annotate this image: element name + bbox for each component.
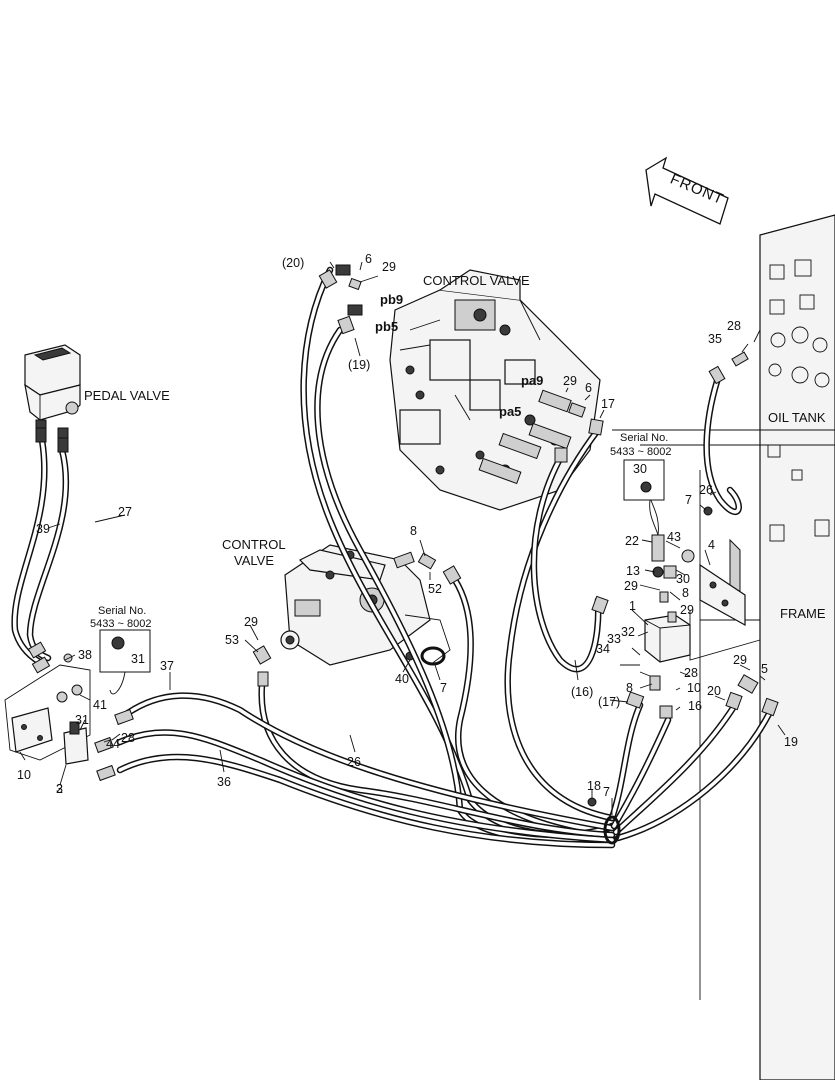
callout-22: 34 — [596, 642, 610, 656]
callout-14: 13 — [626, 564, 640, 578]
callout-3: (19) — [348, 358, 370, 372]
callout-38: 26 — [347, 755, 361, 769]
front-arrow-shape — [645, 156, 729, 225]
callout-8: 35 — [708, 332, 722, 346]
callout-42: 18 — [587, 779, 601, 793]
callout-34: 52 — [428, 582, 442, 596]
oil-tank-label: OIL TANK — [768, 410, 826, 425]
pedal-valve — [24, 344, 81, 441]
callout-29: 20 — [707, 684, 721, 698]
callout-23: 28 — [684, 666, 698, 680]
callout-11: 22 — [625, 534, 639, 548]
callout-48: 31 — [75, 713, 89, 727]
callout-30: 16 — [688, 699, 702, 713]
port-pb9: pb9 — [380, 292, 403, 307]
callout-35: 53 — [225, 633, 239, 647]
control-valve-small-label-2: VALVE — [234, 553, 274, 568]
callout-7: 28 — [727, 319, 741, 333]
frame-label: FRAME — [780, 606, 826, 621]
part-27-clamp — [603, 815, 621, 845]
component-labels: PEDAL VALVE CONTROL VALVE CONTROL VALVE … — [84, 273, 826, 621]
callout-33: 8 — [410, 524, 417, 538]
serial-note-31: Serial No. 5433 ~ 8002 31 — [90, 499, 659, 695]
callout-2: 29 — [382, 260, 396, 274]
pedal-valve-label: PEDAL VALVE — [84, 388, 170, 403]
callout-40: 37 — [160, 659, 174, 673]
front-arrow: FRONT — [645, 156, 729, 225]
callout-49: 44 — [106, 737, 120, 751]
hose-bundle — [11, 266, 774, 849]
callout-43: 7 — [603, 785, 610, 799]
port-pb5: pb5 — [375, 319, 398, 334]
callout-27: 10 — [687, 681, 701, 695]
serial-note-range: 5433 ~ 8002 — [610, 446, 671, 458]
serial-note-30: Serial No. 5433 ~ 8002 30 — [610, 432, 671, 501]
left-bracket-assembly — [4, 653, 91, 765]
serial-note-range: 5433 ~ 8002 — [90, 618, 151, 630]
oil-tank-body — [759, 214, 835, 1081]
callout-50: 28 — [121, 731, 135, 745]
callout-15: 30 — [676, 572, 690, 586]
callout-28: (17) — [598, 695, 620, 709]
callout-26: 8 — [626, 681, 633, 695]
callout-6: 17 — [601, 397, 615, 411]
callout-52: 3 — [56, 782, 63, 796]
callout-4: 29 — [563, 374, 577, 388]
callout-53: 2 — [56, 782, 63, 796]
port-pa5: pa5 — [499, 404, 521, 419]
part-22-filter — [651, 534, 665, 562]
callout-37: 7 — [440, 681, 447, 695]
callout-32: 29 — [244, 615, 258, 629]
callout-36: 40 — [395, 672, 409, 686]
callout-19: 1 — [629, 599, 636, 613]
callout-17: 8 — [682, 586, 689, 600]
callout-12: 43 — [667, 530, 681, 544]
callout-5: 6 — [585, 381, 592, 395]
fittings — [27, 264, 779, 782]
callout-21: 32 — [621, 625, 635, 639]
callout-0: (20) — [282, 256, 304, 270]
callout-9: 26 — [699, 483, 713, 497]
callout-45: 39 — [36, 522, 50, 536]
port-labels: pb9 pb5 pa9 pa5 — [375, 292, 543, 419]
callout-18: 29 — [680, 603, 694, 617]
serial-note-title: Serial No. — [620, 432, 668, 444]
callout-25: 5 — [761, 662, 768, 676]
part-4-bracket — [699, 563, 746, 627]
callout-51: 10 — [17, 768, 31, 782]
callout-10: 7 — [685, 493, 692, 507]
callout-46: 38 — [78, 648, 92, 662]
control-valve-small-label-1: CONTROL — [222, 537, 286, 552]
serial-note-title: Serial No. — [98, 605, 146, 617]
serial-note-part: 31 — [131, 652, 145, 666]
callout-24: 29 — [733, 653, 747, 667]
callout-41: (16) — [571, 685, 593, 699]
serial-note-part: 30 — [633, 462, 647, 476]
part-3-block — [11, 707, 53, 753]
callout-39: 36 — [217, 775, 231, 789]
main-control-valve — [389, 269, 601, 511]
callout-16: 29 — [624, 579, 638, 593]
control-valve-label: CONTROL VALVE — [423, 273, 530, 288]
callout-20: 33 — [607, 632, 621, 646]
callout-47: 41 — [93, 698, 107, 712]
port-pa9: pa9 — [521, 373, 543, 388]
leader-lines — [19, 261, 786, 815]
callout-44: 27 — [118, 505, 132, 519]
callout-13: 4 — [708, 538, 715, 552]
oil-tank-frame — [612, 214, 835, 1081]
callout-31: 19 — [784, 735, 798, 749]
callout-1: 6 — [365, 252, 372, 266]
